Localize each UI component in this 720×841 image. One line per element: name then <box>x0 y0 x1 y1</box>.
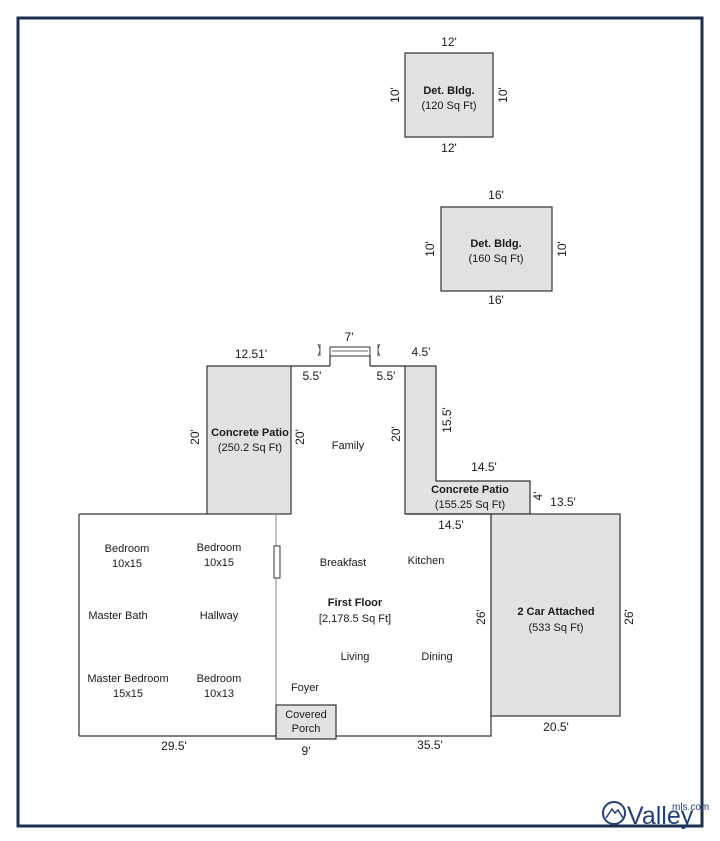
door-swing-right <box>377 343 381 357</box>
det-bldg-1-shape <box>404 52 494 138</box>
logo-mountain-icon <box>602 801 626 825</box>
garage-dim-bottom: 20.5' <box>543 720 569 734</box>
patio-left-area: (250.2 Sq Ft) <box>218 442 282 454</box>
room-dining: Dining <box>421 651 452 663</box>
first-floor-dim-bottom-right: 35.5' <box>417 738 443 752</box>
det-bldg-2: Det. Bldg. (160 Sq Ft) 16' 16' 10' 10' <box>423 188 569 307</box>
det-bldg-1-dim-right: 10' <box>496 87 510 103</box>
family-dim-top: 7' <box>345 330 354 344</box>
room-bedroom-1-name: Bedroom <box>105 543 150 555</box>
patio-left-shape <box>206 365 292 515</box>
first-floor-dim-right: 26' <box>474 609 488 625</box>
family-door <box>329 346 371 357</box>
logo-brand: Valley <box>627 802 694 830</box>
room-bedroom-3-size: 10x13 <box>204 688 234 700</box>
garage-dim-top: 13.5' <box>550 495 576 509</box>
room-foyer: Foyer <box>291 682 319 694</box>
interior-door <box>273 545 281 579</box>
room-bedroom-2-size: 10x15 <box>204 557 234 569</box>
patio-left-dim-right: 20' <box>293 429 307 445</box>
patio-right-area: (155.25 Sq Ft) <box>435 499 505 511</box>
det-bldg-1: Det. Bldg. (120 Sq Ft) 12' 12' 10' 10' <box>388 35 510 155</box>
room-bedroom-3-name: Bedroom <box>197 673 242 685</box>
patio-right-dim-top-narrow: 4.5' <box>412 345 431 359</box>
patio-right: Concrete Patio (155.25 Sq Ft) 20' 4.5' 1… <box>389 345 545 532</box>
patio-right-title: Concrete Patio <box>431 484 509 496</box>
garage-area: (533 Sq Ft) <box>528 622 583 634</box>
room-breakfast: Breakfast <box>320 557 366 569</box>
room-kitchen: Kitchen <box>408 555 445 567</box>
garage-shape <box>490 513 621 717</box>
patio-right-dim-side: 15.5' <box>440 407 454 433</box>
first-floor-dim-bottom-center: 9' <box>302 744 311 758</box>
room-bedroom-1-size: 10x15 <box>112 558 142 570</box>
det-bldg-1-title: Det. Bldg. <box>423 85 474 97</box>
patio-left-dim-top: 12.51' <box>235 347 267 361</box>
det-bldg-2-dim-right: 10' <box>555 241 569 257</box>
valley-mls-logo: Valley mls.com <box>602 801 709 830</box>
det-bldg-2-dim-left: 10' <box>423 241 437 257</box>
covered-porch-label-2: Porch <box>292 723 321 735</box>
room-master-bath: Master Bath <box>88 610 147 622</box>
det-bldg-2-dim-bottom: 16' <box>488 293 504 307</box>
first-floor-area: [2,178.5 Sq Ft] <box>319 613 391 625</box>
first-floor-dim-bottom-left: 29.5' <box>161 739 187 753</box>
patio-left-dim-left: 20' <box>188 429 202 445</box>
room-family: Family <box>332 440 365 452</box>
patio-right-dim-right: 4' <box>531 492 545 501</box>
logo-peak <box>605 807 624 819</box>
det-bldg-2-title: Det. Bldg. <box>470 238 521 250</box>
det-bldg-2-shape <box>440 206 553 292</box>
patio-left-title: Concrete Patio <box>211 427 289 439</box>
det-bldg-1-dim-bottom: 12' <box>441 141 457 155</box>
det-bldg-2-area: (160 Sq Ft) <box>468 253 523 265</box>
room-living: Living <box>341 651 370 663</box>
garage-title: 2 Car Attached <box>517 606 594 618</box>
patio-left: Concrete Patio (250.2 Sq Ft) 12.51' 20' … <box>188 347 307 515</box>
family-dim-left: 5.5' <box>303 369 322 383</box>
det-bldg-1-dim-top: 12' <box>441 35 457 49</box>
covered-porch-label-1: Covered <box>285 709 327 721</box>
det-bldg-1-dim-left: 10' <box>388 87 402 103</box>
patio-right-dim-top-wide: 14.5' <box>471 460 497 474</box>
garage: 2 Car Attached (533 Sq Ft) 13.5' 26' 20.… <box>490 495 636 734</box>
garage-dim-right: 26' <box>622 609 636 625</box>
family-dim-right: 5.5' <box>377 369 396 383</box>
covered-porch-shape <box>275 704 337 740</box>
room-hallway: Hallway <box>200 610 239 622</box>
first-floor-title: First Floor <box>328 597 383 609</box>
det-bldg-1-area: (120 Sq Ft) <box>421 100 476 112</box>
patio-right-dim-left: 20' <box>389 426 403 442</box>
room-bedroom-2-name: Bedroom <box>197 542 242 554</box>
det-bldg-2-dim-top: 16' <box>488 188 504 202</box>
room-master-bedroom-size: 15x15 <box>113 688 143 700</box>
room-master-bedroom-name: Master Bedroom <box>87 673 168 685</box>
first-floor: First Floor [2,178.5 Sq Ft] 26' 29.5' 9'… <box>78 440 492 758</box>
logo-suffix: mls.com <box>672 802 709 813</box>
covered-porch: Covered Porch <box>275 704 337 740</box>
door-swing-left <box>317 343 321 357</box>
family-opening: 7' 5.5' 5.5' <box>291 330 405 383</box>
patio-right-dim-bottom: 14.5' <box>438 518 464 532</box>
